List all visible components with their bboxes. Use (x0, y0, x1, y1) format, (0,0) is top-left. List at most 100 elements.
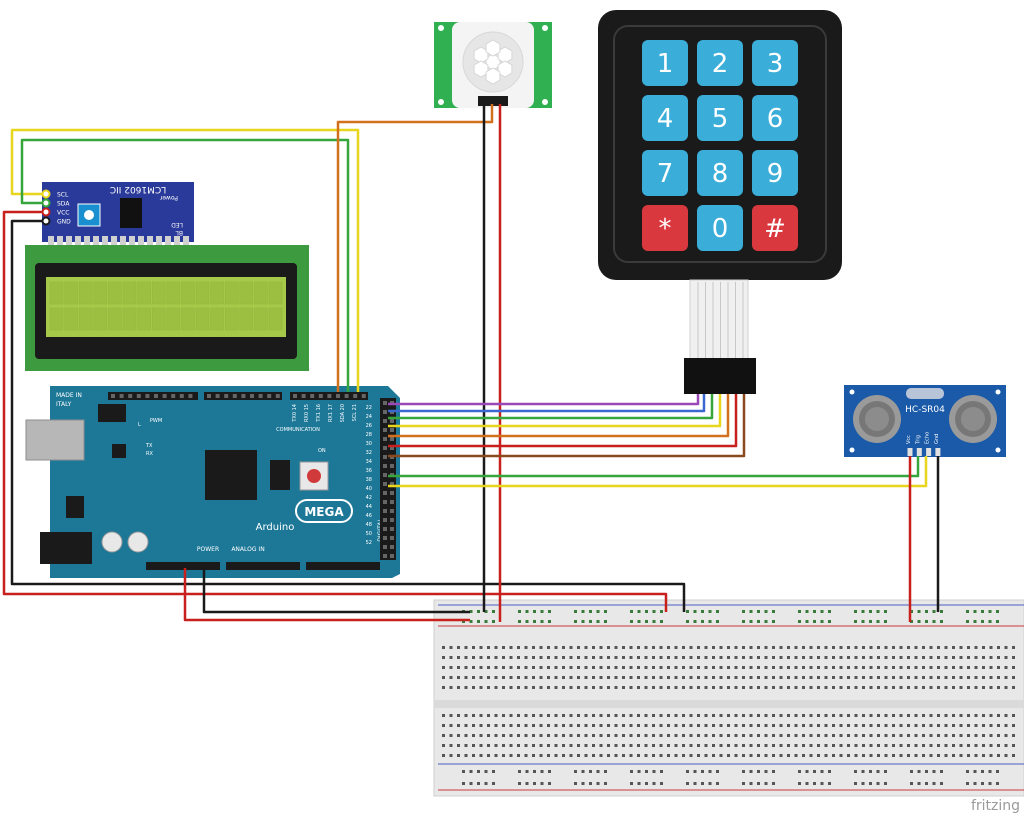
wire-keypad-6 (388, 394, 738, 448)
pir-sensor (434, 22, 552, 108)
arduino-comm-pin-label: TX0 14 (292, 404, 298, 423)
arduino-pin-label: 26 (366, 423, 372, 429)
arduino-analog-header: ANALOG IN (231, 546, 264, 553)
arduino-l-label: L (138, 422, 141, 428)
key-1 (642, 40, 688, 86)
arduino-made-in: MADE IN (56, 392, 82, 399)
wire-i2c-gnd (10, 219, 686, 612)
mcu-chip (205, 450, 257, 500)
arduino-pin-label: 36 (366, 468, 372, 474)
arduino-pin-label: 50 (366, 531, 372, 537)
arduino-pin-label: 42 (366, 495, 372, 501)
capacitor-2 (127, 531, 149, 553)
wire-sensor-echo (388, 456, 928, 488)
sensor-pin-trig (916, 448, 922, 456)
key-label: 3 (767, 49, 784, 79)
arduino-comm-pin-label: RX1 17 (328, 404, 334, 422)
key-star (642, 205, 688, 251)
i2c-pin-sda (41, 198, 51, 208)
key-8 (697, 150, 743, 196)
arduino-rx-label: RX (146, 451, 153, 457)
arduino-pin-label: 30 (366, 441, 372, 447)
keypad-ribbon (689, 279, 749, 361)
key-2 (697, 40, 743, 86)
arduino-communication-label: COMMUNICATION (276, 427, 320, 433)
arduino-on-label: ON (318, 448, 326, 454)
wire-keypad-3 (388, 394, 714, 420)
keypad-connector (684, 358, 756, 394)
lcd-display (25, 245, 309, 371)
i2c-side-label-led: LED (171, 221, 183, 228)
arduino-comm-pin-label: SCL 21 (352, 404, 358, 421)
wire-i2c-vcc (2, 210, 668, 612)
wire-keypad-1 (388, 394, 700, 406)
i2c-chip (120, 198, 142, 228)
sensor-pin-gnd (935, 448, 941, 456)
i2c-side-label-power: Power (159, 194, 178, 201)
reset-button (299, 461, 329, 491)
key-label: 2 (712, 49, 729, 79)
key-9 (752, 150, 798, 196)
key-6 (752, 95, 798, 141)
i2c-side-label-bl: BL (175, 229, 183, 236)
wire-gnd (202, 568, 470, 614)
arduino-pin-label: 32 (366, 450, 372, 456)
i2c-module-title: LCM1602 IIC (110, 184, 166, 194)
arduino-comm-pin-label: RX0 15 (304, 404, 310, 422)
arduino-italy: ITALY (56, 401, 72, 408)
key-7 (642, 150, 688, 196)
wire-keypad-2 (388, 394, 706, 413)
sensor-pin-echo (926, 448, 932, 456)
key-label: 9 (767, 159, 784, 189)
arduino-comm-pin-label: TX1 16 (316, 404, 322, 423)
key-4 (642, 95, 688, 141)
power-jack (40, 532, 92, 564)
key-label: 7 (657, 159, 674, 189)
i2c-pin-label: GND (57, 219, 71, 226)
wire-pir-signal (336, 104, 494, 392)
arduino-pin-label: 48 (366, 522, 372, 528)
arduino-tx-label: TX (145, 443, 153, 449)
usb-port (25, 419, 85, 461)
wire-i2c-sda (20, 138, 350, 392)
arduino-brand: Arduino (256, 522, 295, 533)
arduino-pwm-label: PWM (150, 418, 162, 424)
wire-keypad-5 (388, 394, 730, 438)
i2c-pin-vcc (41, 207, 51, 217)
arduino-pin-label: 46 (366, 513, 372, 519)
key-5 (697, 95, 743, 141)
arduino-pin-label: 38 (366, 477, 372, 483)
arduino-comm-pin-label: SDA 20 (340, 404, 346, 422)
wire-keypad-4 (388, 394, 722, 428)
sensor-pin-label: Vcc (906, 435, 912, 444)
arduino-mega: MADE IN ITALY Arduino MEGA POWER ANALOG … (25, 386, 400, 578)
arduino-pin-label: 22 (366, 405, 372, 411)
arduino-model: MEGA (304, 505, 344, 519)
sensor-model: HC-SR04 (905, 405, 945, 415)
breadboard (433, 599, 1024, 797)
i2c-pin-label: VCC (57, 210, 69, 217)
key-0 (697, 205, 743, 251)
sensor-pin-label: Echo (925, 432, 931, 444)
key-3 (752, 40, 798, 86)
key-hash (752, 205, 798, 251)
wire-5v (183, 568, 470, 622)
i2c-module: LCM1602 IIC SCL SDA VCC GND Power LED BL (41, 182, 194, 248)
fritzing-logo: fritzing (971, 798, 1020, 814)
key-label: 0 (712, 214, 729, 244)
arduino-pin-label: 24 (366, 414, 372, 420)
arduino-pin-label: 44 (366, 504, 372, 510)
arduino-pin-label: 40 (366, 486, 372, 492)
key-label: 8 (712, 159, 729, 189)
sensor-pin-label: Trig (915, 435, 921, 445)
wire-sensor-trig (388, 456, 920, 478)
arduino-pin-label: 34 (366, 459, 372, 465)
wires (2, 104, 940, 622)
key-label: * (659, 214, 672, 244)
key-label: # (764, 214, 786, 244)
i2c-pin-label: SCL (57, 192, 69, 199)
i2c-pin-label: SDA (57, 201, 70, 208)
arduino-pin-label: 28 (366, 432, 372, 438)
